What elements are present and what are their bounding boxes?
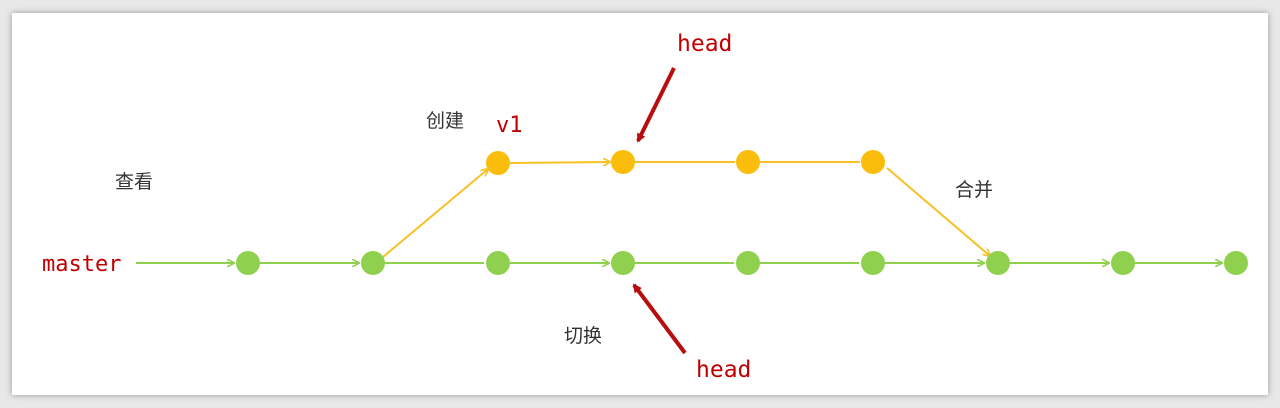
- v1-label: v1: [496, 113, 523, 138]
- git-branch-diagram: master v1 head head 查看 创建 切换 合并: [42, 31, 1248, 383]
- view-label: 查看: [115, 171, 153, 193]
- head-label-bottom: head: [696, 357, 751, 383]
- v1-merge-edge: [886, 167, 990, 256]
- master-label: master: [42, 252, 121, 277]
- master-commit: [361, 251, 385, 275]
- master-commit: [611, 251, 635, 275]
- head-arrow-top: [636, 67, 676, 143]
- master-commit: [236, 251, 260, 275]
- master-commit: [861, 251, 885, 275]
- v1-branch-out-edge: [382, 169, 488, 258]
- v1-edge: [509, 162, 610, 163]
- diagram-canvas: master v1 head head 查看 创建 切换 合并: [12, 13, 1268, 395]
- head-arrow-bottom: [632, 283, 687, 355]
- v1-commit: [611, 150, 635, 174]
- master-commit: [736, 251, 760, 275]
- master-commit: [486, 251, 510, 275]
- merge-label: 合并: [955, 179, 993, 201]
- v1-commits: [486, 150, 885, 175]
- master-commit: [986, 251, 1010, 275]
- head-label-top: head: [677, 31, 732, 57]
- master-commits: [236, 251, 1248, 275]
- create-label: 创建: [426, 110, 464, 132]
- master-commit: [1111, 251, 1135, 275]
- master-commit: [1224, 251, 1248, 275]
- v1-edges: [382, 162, 990, 258]
- v1-commit: [861, 150, 885, 174]
- v1-commit: [736, 150, 760, 174]
- v1-commit: [486, 151, 510, 175]
- switch-label: 切换: [564, 325, 602, 347]
